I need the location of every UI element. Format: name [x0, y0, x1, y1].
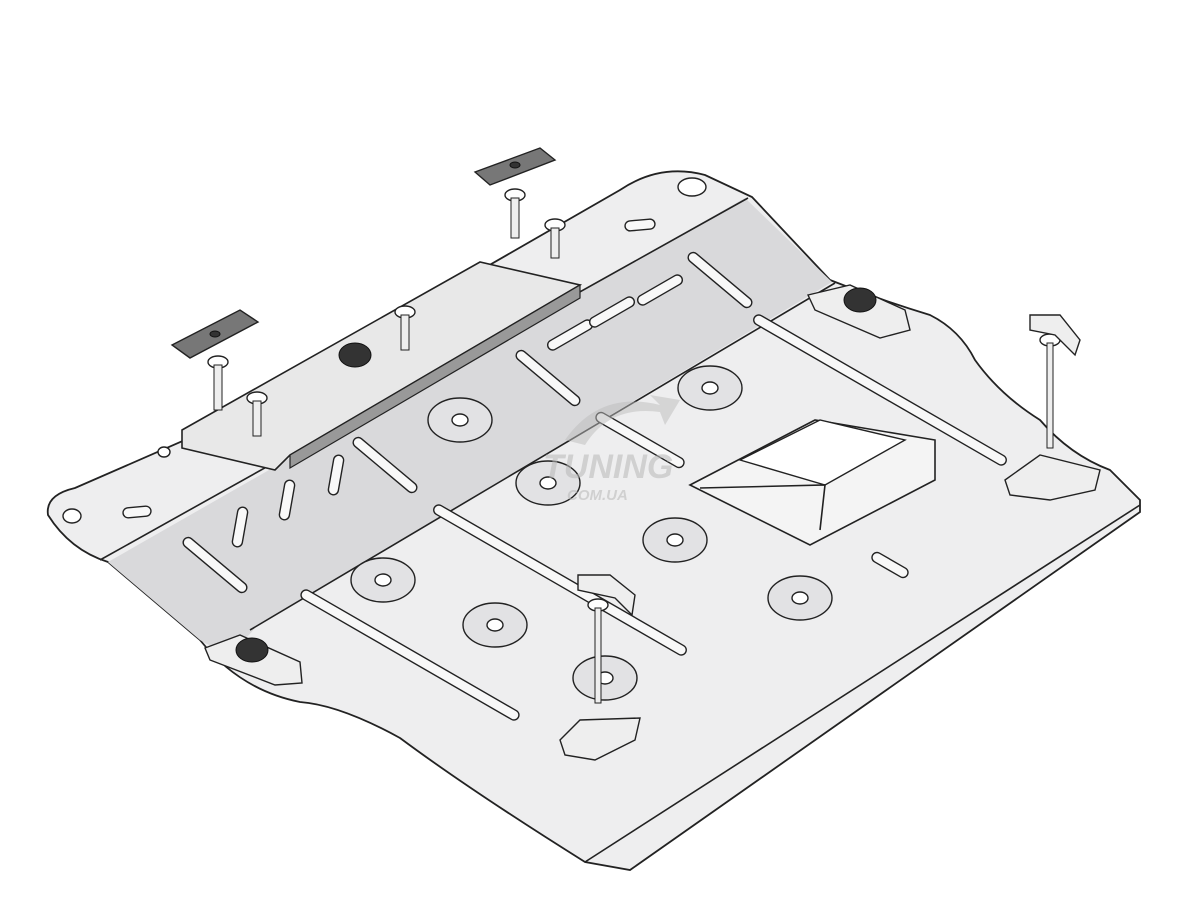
mounting-holes [62, 177, 707, 524]
watermark: TUNING COM.UA [543, 395, 680, 504]
slots [122, 218, 1007, 721]
spacer-pads [170, 147, 557, 359]
front-bracket-bar [181, 261, 583, 471]
watermark-sub: COM.UA [567, 487, 628, 504]
bolts [207, 188, 1061, 704]
watermark-main: TUNING [543, 448, 673, 486]
dimples [350, 365, 833, 701]
air-scoop [688, 419, 936, 546]
plate [46, 170, 1141, 871]
side-clips [204, 284, 1101, 761]
